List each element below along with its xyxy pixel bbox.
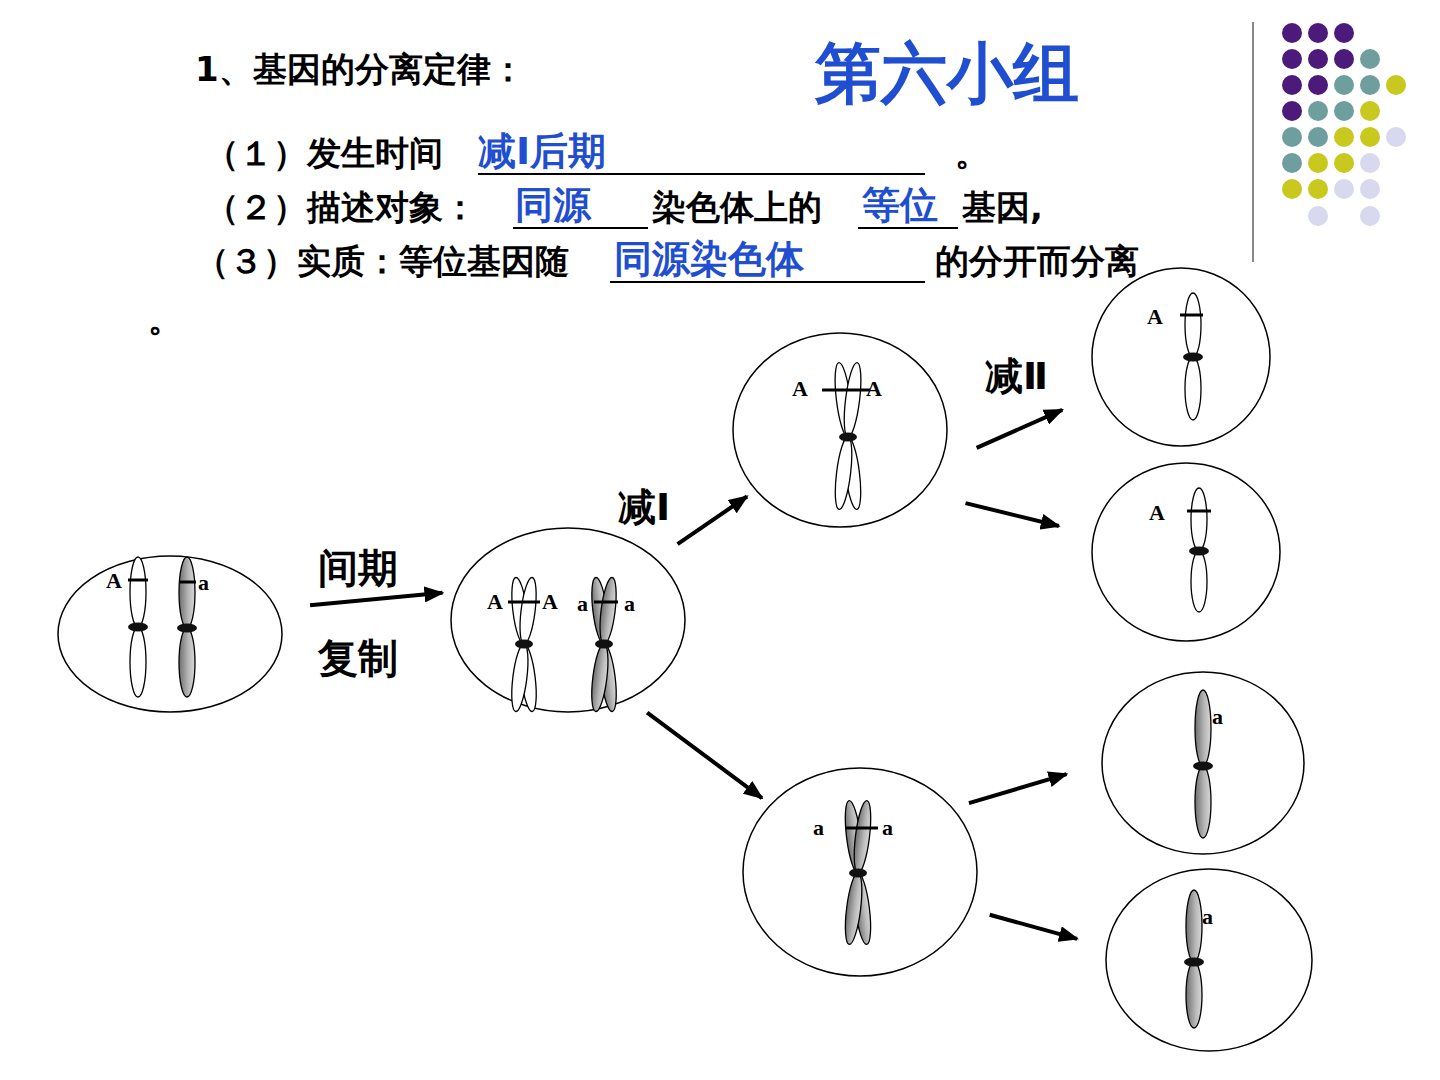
gene-label: a <box>1202 906 1213 928</box>
label-text: （３）实质：等位基因随 <box>195 242 569 281</box>
cell-circle: A Aa a <box>450 527 686 713</box>
cell-drawing <box>1091 462 1281 642</box>
cell-circle: a <box>1105 868 1313 1052</box>
centromere <box>595 640 613 649</box>
gene-locus <box>822 389 870 392</box>
gene-label: A <box>792 378 808 400</box>
title: 1、基因的分离定律： <box>195 50 525 89</box>
label-text: 复制 <box>318 635 398 681</box>
cell-circle: aa <box>742 767 978 977</box>
chromatid <box>509 577 539 713</box>
gene-locus <box>846 827 878 830</box>
cell-membrane <box>1092 268 1270 446</box>
label-text: （２）描述对象： <box>205 188 477 227</box>
cell-drawing <box>57 555 283 713</box>
cell-drawing <box>1105 868 1313 1052</box>
chromatid <box>832 362 864 511</box>
label-text: 基因, <box>962 188 1043 227</box>
cell-drawing <box>742 767 978 977</box>
label-text: 减Ⅱ <box>985 355 1048 399</box>
chromatid <box>589 577 619 713</box>
arrow-connector <box>647 713 762 799</box>
gene-label: A <box>1147 306 1163 328</box>
gene-label: a <box>624 593 635 615</box>
arrow-connector <box>977 410 1063 448</box>
chromatid <box>509 577 539 713</box>
label-text: 减Ⅰ后期 <box>478 130 606 174</box>
gene-label: a <box>813 817 824 839</box>
cell-circle: a <box>1101 671 1305 855</box>
gene-label: A <box>1149 502 1165 524</box>
gene-locus <box>1187 510 1211 513</box>
label-text: 减Ⅰ <box>618 486 670 530</box>
cell-drawing <box>1091 267 1271 447</box>
gene-locus <box>508 601 540 604</box>
cell-circle: A <box>1091 267 1271 447</box>
cell-drawing <box>732 332 948 528</box>
gene-locus <box>594 601 618 604</box>
centromere <box>177 624 197 633</box>
gene-label: A <box>106 570 122 592</box>
label-text: 染色体上的 <box>652 188 822 227</box>
chromatid <box>842 800 874 946</box>
label-text: 间期 <box>318 545 398 591</box>
label-text: 同源染色体 <box>614 238 804 282</box>
cell-membrane <box>743 768 977 976</box>
cell-circle: AA <box>732 332 948 528</box>
cell-drawing <box>1101 671 1305 855</box>
divider-line <box>1252 22 1254 262</box>
cell-drawing <box>450 527 686 713</box>
cell-membrane <box>733 333 947 527</box>
gene-label: a <box>198 572 209 594</box>
cell-membrane <box>1106 869 1312 1051</box>
centromere <box>1189 547 1209 556</box>
label-text: （１）发生时间 <box>205 134 443 173</box>
gene-label: A <box>542 591 558 613</box>
cell-membrane <box>58 556 282 712</box>
arrow-connector <box>990 915 1077 939</box>
gene-label: A <box>487 591 503 613</box>
gene-label: a <box>882 817 893 839</box>
gene-locus <box>128 579 148 582</box>
cell-membrane <box>1102 672 1304 854</box>
label-text: 等位 <box>862 184 938 228</box>
dot-grid <box>1282 23 1406 226</box>
gene-label: a <box>577 593 588 615</box>
gene-locus <box>180 581 196 584</box>
arrow-connector <box>966 503 1059 526</box>
cell-circle: A <box>1091 462 1281 642</box>
centromere <box>849 869 867 878</box>
centromere <box>1193 762 1213 771</box>
arrow-connector <box>678 496 747 544</box>
arrow-connector <box>969 774 1067 803</box>
cell-circle: Aa <box>57 555 283 713</box>
centromere <box>128 623 148 632</box>
chromatid <box>832 362 864 511</box>
label-text: 第六小组 <box>815 36 1079 112</box>
label-text: 同源 <box>515 184 591 228</box>
centromere <box>839 433 857 442</box>
chromatid <box>842 800 874 946</box>
cell-membrane <box>1092 463 1280 641</box>
gene-label: a <box>1212 706 1223 728</box>
gene-label: A <box>866 378 882 400</box>
chromatid <box>589 577 619 713</box>
centromere <box>1184 958 1204 967</box>
label-text: 。 <box>955 134 989 173</box>
centromere <box>515 640 533 649</box>
label-text: 。 <box>148 300 182 339</box>
cell-membrane <box>451 528 685 712</box>
gene-locus <box>1180 314 1203 317</box>
arrow-connector <box>310 593 442 605</box>
label-text: 的分开而分离 <box>935 242 1139 281</box>
centromere <box>1183 353 1203 362</box>
